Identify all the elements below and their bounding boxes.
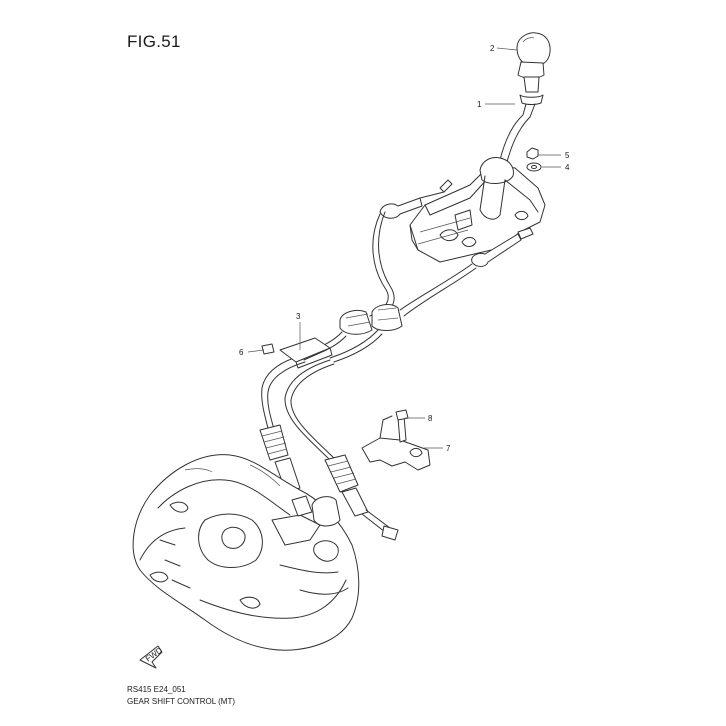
callout-5: 5 bbox=[565, 151, 570, 160]
callout-8: 8 bbox=[428, 414, 433, 423]
callout-leaders bbox=[247, 47, 561, 449]
shift-lever bbox=[499, 76, 544, 163]
callout-3: 3 bbox=[296, 312, 301, 321]
callout-2: 2 bbox=[490, 44, 495, 53]
front-marker-label: FWD bbox=[144, 646, 164, 664]
callout-1: 1 bbox=[477, 100, 482, 109]
front-direction-marker: FWD bbox=[139, 645, 164, 669]
shift-lever-housing bbox=[409, 157, 546, 263]
diagram-code: RS415 E24_051 bbox=[127, 685, 186, 694]
diagram-name: GEAR SHIFT CONTROL (MT) bbox=[127, 697, 235, 706]
shift-cables bbox=[259, 179, 534, 541]
nut-and-washer bbox=[526, 147, 542, 172]
transmission bbox=[132, 454, 360, 651]
callout-labels: 2 1 3 4 5 6 7 8 bbox=[239, 44, 570, 453]
figure-title: FIG.51 bbox=[127, 32, 181, 51]
cable-clamp-bracket bbox=[261, 337, 333, 369]
shift-knob bbox=[516, 32, 551, 79]
callout-6: 6 bbox=[239, 348, 244, 357]
callout-4: 4 bbox=[565, 163, 570, 172]
callout-7: 7 bbox=[446, 444, 451, 453]
cable-bracket bbox=[361, 409, 431, 471]
